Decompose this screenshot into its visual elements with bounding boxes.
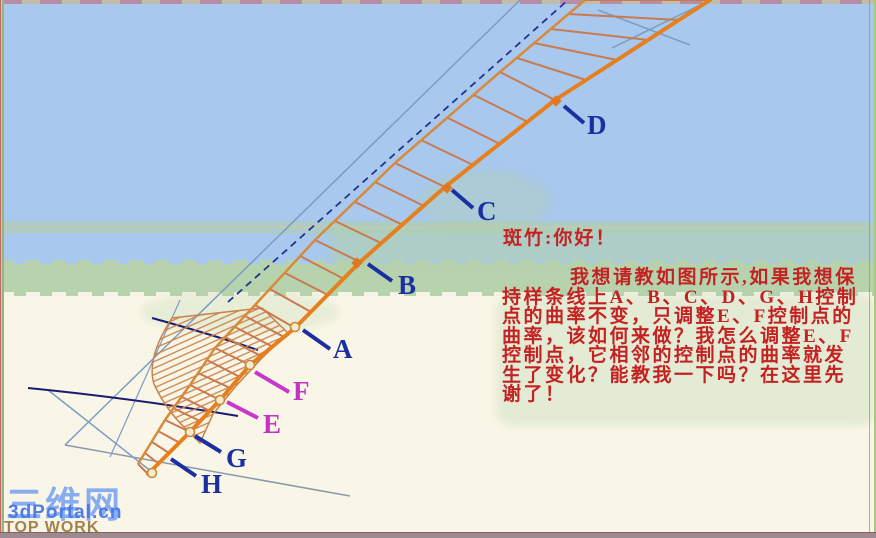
site-url-watermark: 3dPortal.cn	[8, 502, 123, 523]
control-point-b	[351, 257, 363, 269]
right-frame-border	[874, 0, 876, 538]
green-mottle-patch	[496, 294, 876, 426]
top-frame-border	[0, 0, 876, 4]
point-label-d: D	[587, 110, 607, 140]
point-label-f: F	[293, 376, 310, 406]
greeting-text: 斑竹:你好！	[503, 228, 617, 249]
question-line: 持样条线上A、B、C、D、G、H控制	[502, 286, 859, 308]
question-line: 曲率，该如何来做？我怎么调整E、F	[502, 325, 854, 347]
leader-d	[562, 104, 586, 125]
point-label-g: G	[226, 443, 248, 473]
control-point-f	[244, 359, 256, 371]
control-point-a	[289, 321, 301, 333]
green-band-dashed-bottom-edge	[0, 292, 876, 298]
hatched-fin-surface	[151, 307, 290, 445]
ground-area	[0, 296, 876, 533]
left-frame-border	[1, 0, 2, 538]
control-point-c	[441, 182, 453, 194]
point-label-h: H	[201, 469, 223, 499]
left-frame-border	[2, 0, 4, 538]
leader-e	[226, 400, 259, 420]
leader-h	[169, 457, 198, 478]
cross-line-2	[611, 5, 699, 49]
green-mottle-patch	[330, 227, 876, 265]
point-label-b: B	[398, 270, 417, 300]
leader-g	[193, 434, 223, 454]
left-frame-border	[0, 0, 1, 538]
question-line: 谢了！	[502, 384, 567, 405]
control-point-e	[214, 394, 226, 406]
question-line: 我想请教如图所示,如果我想保	[570, 267, 857, 288]
control-point-g	[184, 426, 196, 438]
leader-a	[301, 328, 332, 351]
green-mottle-patch	[420, 170, 550, 232]
point-label-e: E	[263, 409, 282, 439]
point-label-c: C	[477, 196, 497, 226]
boundary-line-lower-left	[47, 389, 153, 473]
leader-c	[450, 188, 475, 210]
boundary-line-long	[64, 0, 521, 446]
control-point-h	[146, 467, 158, 479]
point-label-a: A	[333, 334, 353, 364]
right-frame-border	[869, 0, 870, 538]
boundary-line-bottom	[64, 444, 351, 497]
ladder-rungs	[137, 0, 710, 475]
bottom-frame-bar	[0, 533, 876, 538]
question-paragraph: 我想请教如图所示,如果我想保 持样条线上A、B、C、D、G、H控制 点的曲率不变…	[502, 268, 874, 405]
bottom-frame-line	[0, 532, 876, 533]
site-logo-watermark: 三维网	[6, 484, 124, 525]
top-work-watermark: TOP WORK	[4, 519, 100, 536]
question-line: 生了变化？能教我一下吗？在这里先	[502, 364, 847, 386]
green-band	[0, 264, 876, 296]
leader-b	[366, 262, 394, 283]
control-polygon-dashed-line	[227, 0, 569, 303]
question-line: 点的曲率不变，只调整E、F控制点的	[502, 306, 854, 327]
leader-f	[253, 370, 291, 394]
leader-lines	[169, 104, 586, 478]
ladder-left-rail	[136, 0, 586, 465]
question-line: 控制点，它相邻的控制点的曲率就发	[502, 345, 847, 366]
